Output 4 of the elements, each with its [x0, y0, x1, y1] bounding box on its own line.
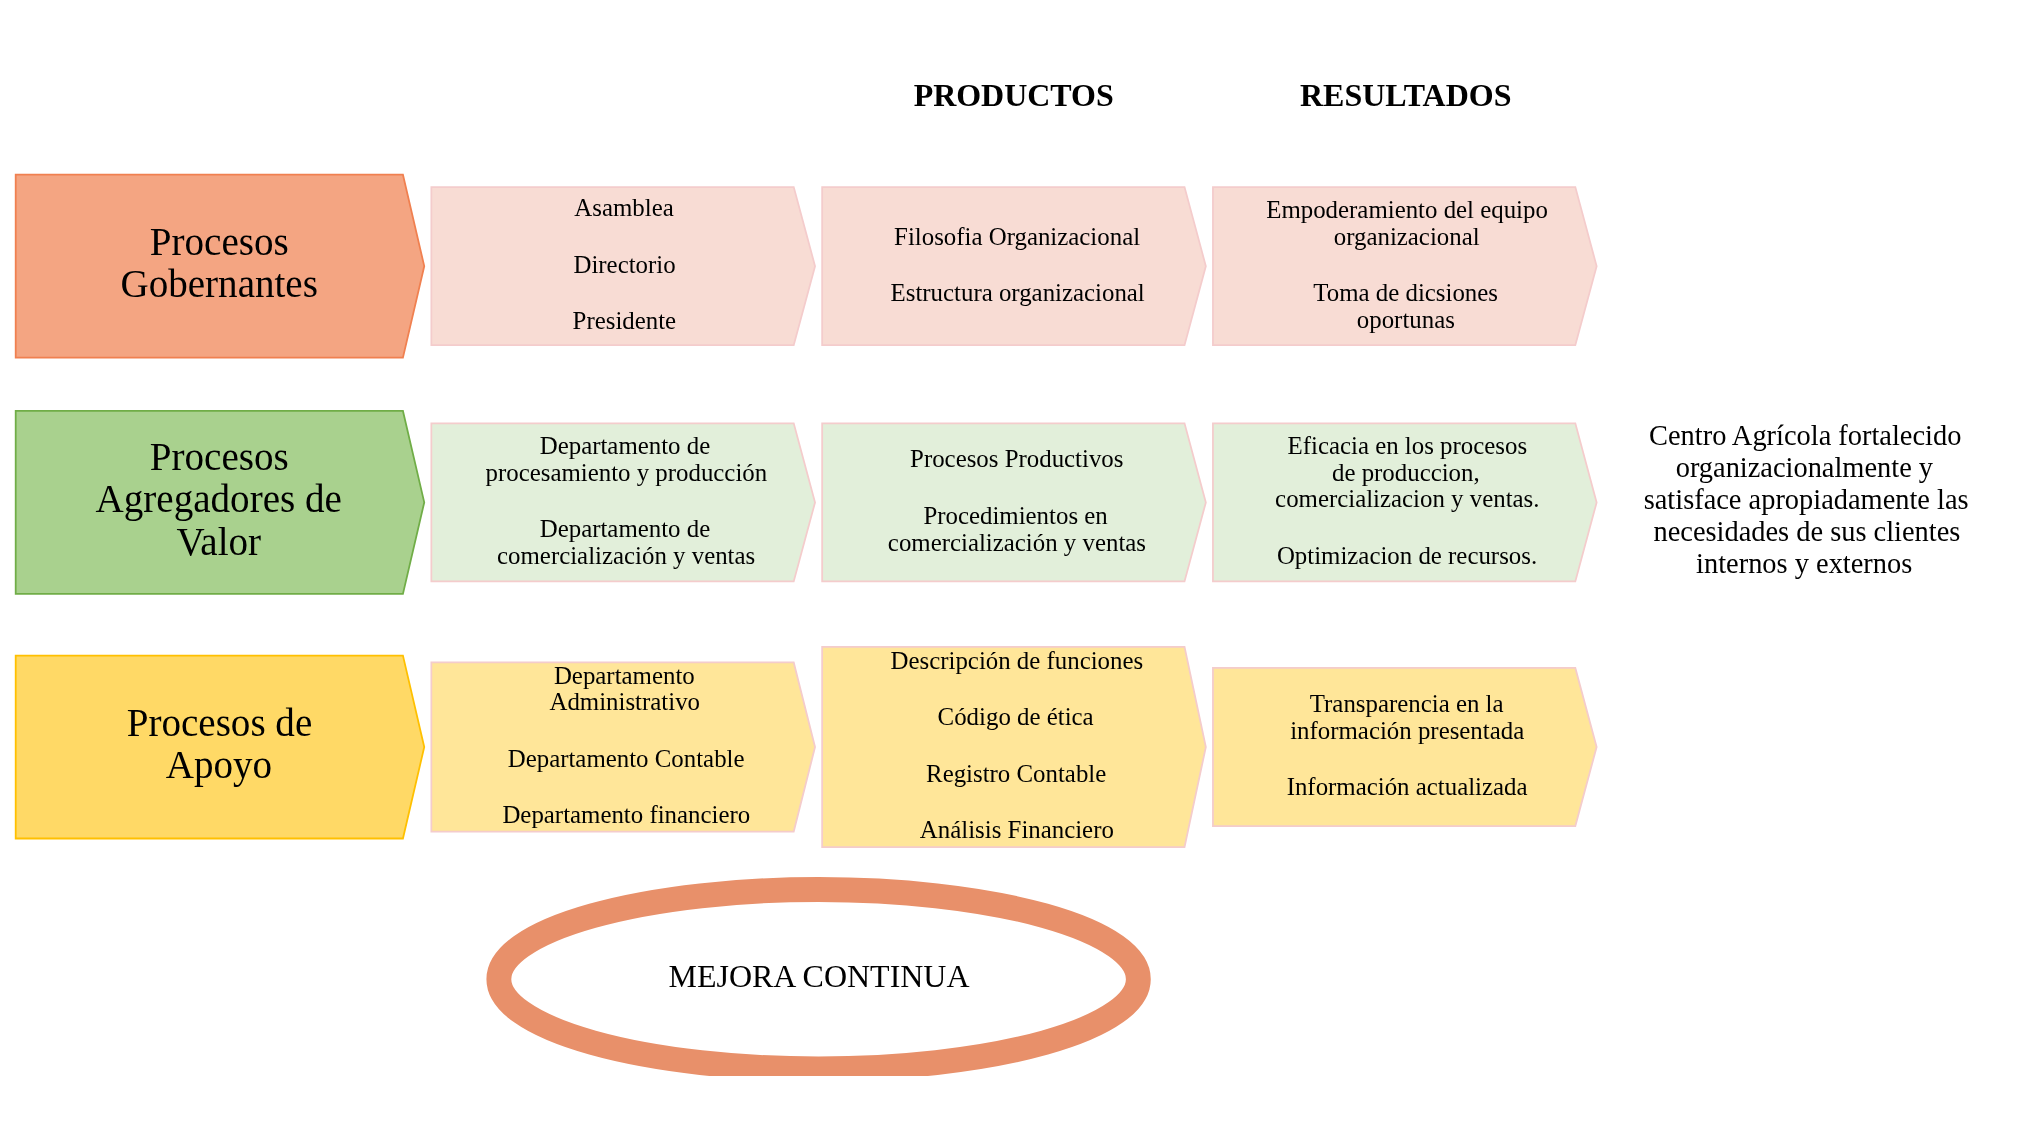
label: PRODUCTOS	[913, 77, 1114, 113]
label: Centro Agrícola fortalecido organizacionalmente y satisface apropiadamente las necesidades de sus clientes internos y externos	[1643, 419, 1969, 579]
label: RESULTADOS	[1299, 77, 1512, 113]
node-ellipse: MEJORA CONTINUA	[486, 876, 1151, 1076]
